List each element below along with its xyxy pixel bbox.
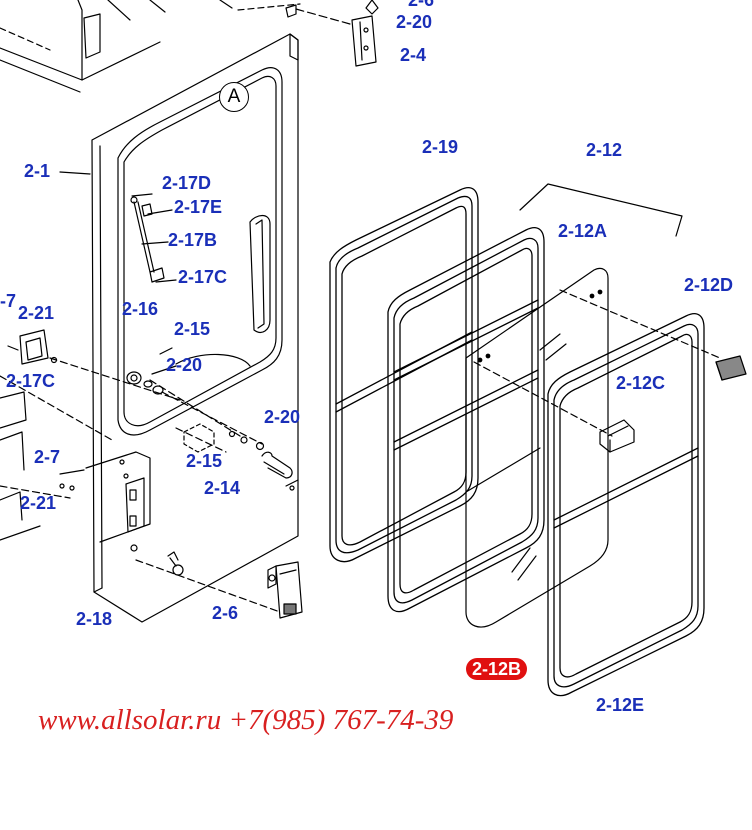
clip-part — [599, 419, 635, 453]
label-2-15-a: 2-15 — [174, 319, 211, 339]
label-2-4: 2-4 — [400, 45, 427, 65]
frame-2-12e — [547, 313, 705, 697]
frame-2-12a — [387, 227, 545, 613]
label-2-18: 2-18 — [76, 609, 113, 629]
label-2-7: 2-7 — [34, 447, 61, 467]
label-2-12b-highlighted: 2-12B — [466, 658, 528, 680]
glass-pane — [465, 267, 609, 628]
left-side-parts — [0, 329, 75, 541]
fasteners — [126, 371, 265, 453]
label-2-7-top: -7 — [0, 291, 17, 311]
label-2-12: 2-12 — [586, 140, 623, 160]
label-2-12a: 2-12A — [558, 221, 608, 241]
cab-body-outline — [0, 0, 301, 93]
label-2-12c: 2-12C — [616, 373, 666, 393]
watermark-text: www.allsolar.ru +7(985) 767-74-39 — [38, 704, 454, 736]
label-2-14: 2-14 — [204, 478, 241, 498]
label-2-6-top: 2-6 — [408, 0, 435, 10]
label-2-15-b: 2-15 — [186, 451, 223, 471]
label-2-12d: 2-12D — [684, 275, 734, 295]
handle-part — [261, 451, 293, 479]
label-2-6: 2-6 — [212, 603, 239, 623]
detail-callout: A — [219, 82, 249, 112]
label-2-20-top: 2-20 — [396, 12, 433, 32]
label-2-12e: 2-12E — [596, 695, 645, 715]
bolt-part — [167, 551, 184, 576]
latch-part — [267, 561, 303, 619]
label-2-1: 2-1 — [24, 161, 51, 181]
leader-lines — [0, 171, 721, 613]
label-2-17c-mid: 2-17C — [178, 267, 228, 287]
label-2-19: 2-19 — [422, 137, 459, 157]
hinge-part — [285, 0, 379, 67]
label-2-17c-left: 2-17C — [6, 371, 56, 391]
label-2-20-c: 2-20 — [264, 407, 301, 427]
label-2-21-b: 2-21 — [20, 493, 57, 513]
catch-part — [715, 355, 747, 381]
label-2-16: 2-16 — [122, 299, 159, 319]
door-panel — [85, 33, 299, 623]
linkage-rod — [130, 196, 165, 283]
label-2-21-a: 2-21 — [18, 303, 55, 323]
label-2-17d: 2-17D — [162, 173, 212, 193]
label-2-17e: 2-17E — [174, 197, 223, 217]
label-2-20-b: 2-20 — [166, 355, 203, 375]
group-bracket — [519, 183, 683, 237]
label-2-17b: 2-17B — [168, 230, 218, 250]
